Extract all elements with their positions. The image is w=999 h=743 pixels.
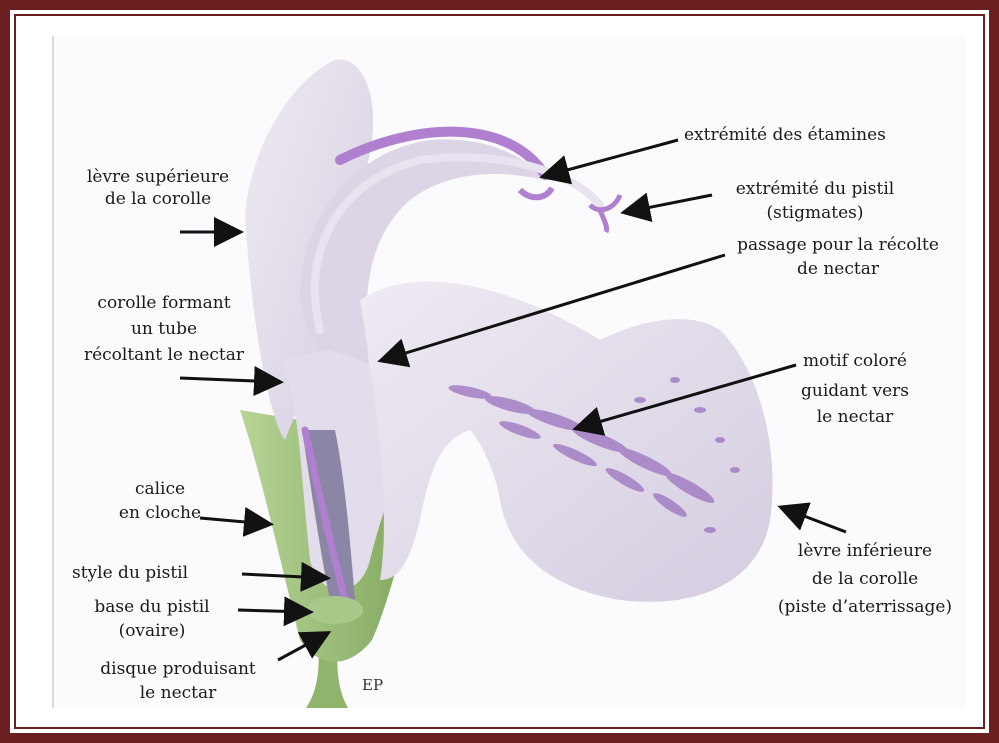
label-corolle-tube-2: un tube [64,318,264,340]
label-calice-1: calice [60,478,260,500]
label-pistil-1: extrémité du pistil [700,178,930,200]
arrow-etamines [545,140,678,176]
label-passage-1: passage pour la récolte [718,234,958,256]
label-corolle-tube-1: corolle formant [64,292,264,314]
label-levre-inf-3: (piste d’aterrissage) [760,596,970,618]
label-etamines: extrémité des étamines [684,124,886,146]
label-motif-2: guidant vers [770,380,940,402]
label-levre-inf-1: lèvre inférieure [760,540,970,562]
ovary [307,596,363,624]
label-calice-2: en cloche [60,502,260,524]
signature-mark: EP [362,676,383,694]
arrow-levre-inf [783,508,846,532]
label-levre-inf-2: de la corolle [760,568,970,590]
label-levre-sup-1: lèvre supérieure [58,166,258,188]
label-passage-2: de nectar [718,258,958,280]
label-motif-1: motif coloré [770,350,940,372]
label-corolle-tube-3: récoltant le nectar [64,344,264,366]
label-pistil-2: (stigmates) [700,202,930,224]
label-base-2: (ovaire) [52,620,252,642]
label-motif-3: le nectar [770,406,940,428]
label-disque-1: disque produisant [78,658,278,680]
label-levre-sup-2: de la corolle [58,188,258,210]
label-style: style du pistil [72,562,188,584]
label-disque-2: le nectar [78,682,278,704]
arrow-corolle-tube [180,378,278,382]
stamen-tip [520,188,552,197]
lower-lip [360,281,773,601]
label-base-1: base du pistil [52,596,252,618]
